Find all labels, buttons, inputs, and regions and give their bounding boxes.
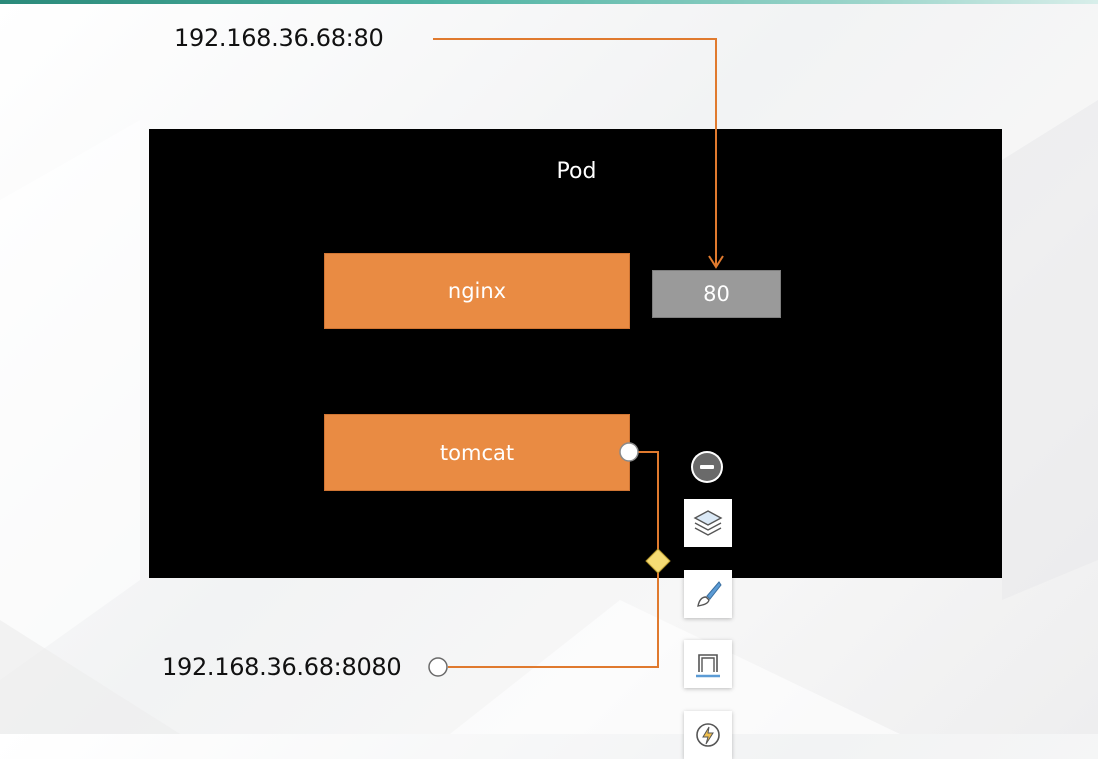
animation-icon bbox=[696, 723, 720, 747]
connector-adjust-handle bbox=[645, 548, 671, 574]
tomcat-container[interactable]: tomcat bbox=[324, 414, 630, 491]
pod-container[interactable]: Pod bbox=[149, 129, 1002, 578]
top-connector-arrowhead bbox=[708, 255, 724, 269]
shape-outline-icon bbox=[696, 654, 720, 678]
shape-outline-button[interactable] bbox=[684, 640, 732, 688]
animation-button[interactable] bbox=[684, 711, 732, 759]
remove-icon bbox=[693, 453, 721, 481]
pod-label: Pod bbox=[556, 159, 597, 184]
port-80-box[interactable]: 80 bbox=[652, 270, 781, 318]
layers-button[interactable] bbox=[684, 499, 732, 547]
layers-icon bbox=[693, 510, 723, 536]
brush-icon bbox=[697, 581, 722, 607]
window-top-accent bbox=[0, 0, 1098, 4]
connector-start-handle bbox=[619, 442, 639, 462]
top-address-label: 192.168.36.68:80 bbox=[174, 24, 384, 52]
bottom-address-label: 192.168.36.68:8080 bbox=[162, 653, 402, 681]
remove-button[interactable] bbox=[691, 451, 723, 483]
nginx-container[interactable]: nginx bbox=[324, 253, 630, 329]
connector-end-handle bbox=[428, 657, 448, 677]
connectors-layer bbox=[428, 38, 724, 677]
top-connector-line bbox=[433, 38, 717, 265]
style-brush-button[interactable] bbox=[684, 570, 732, 618]
bottom-connector-line bbox=[448, 451, 659, 668]
